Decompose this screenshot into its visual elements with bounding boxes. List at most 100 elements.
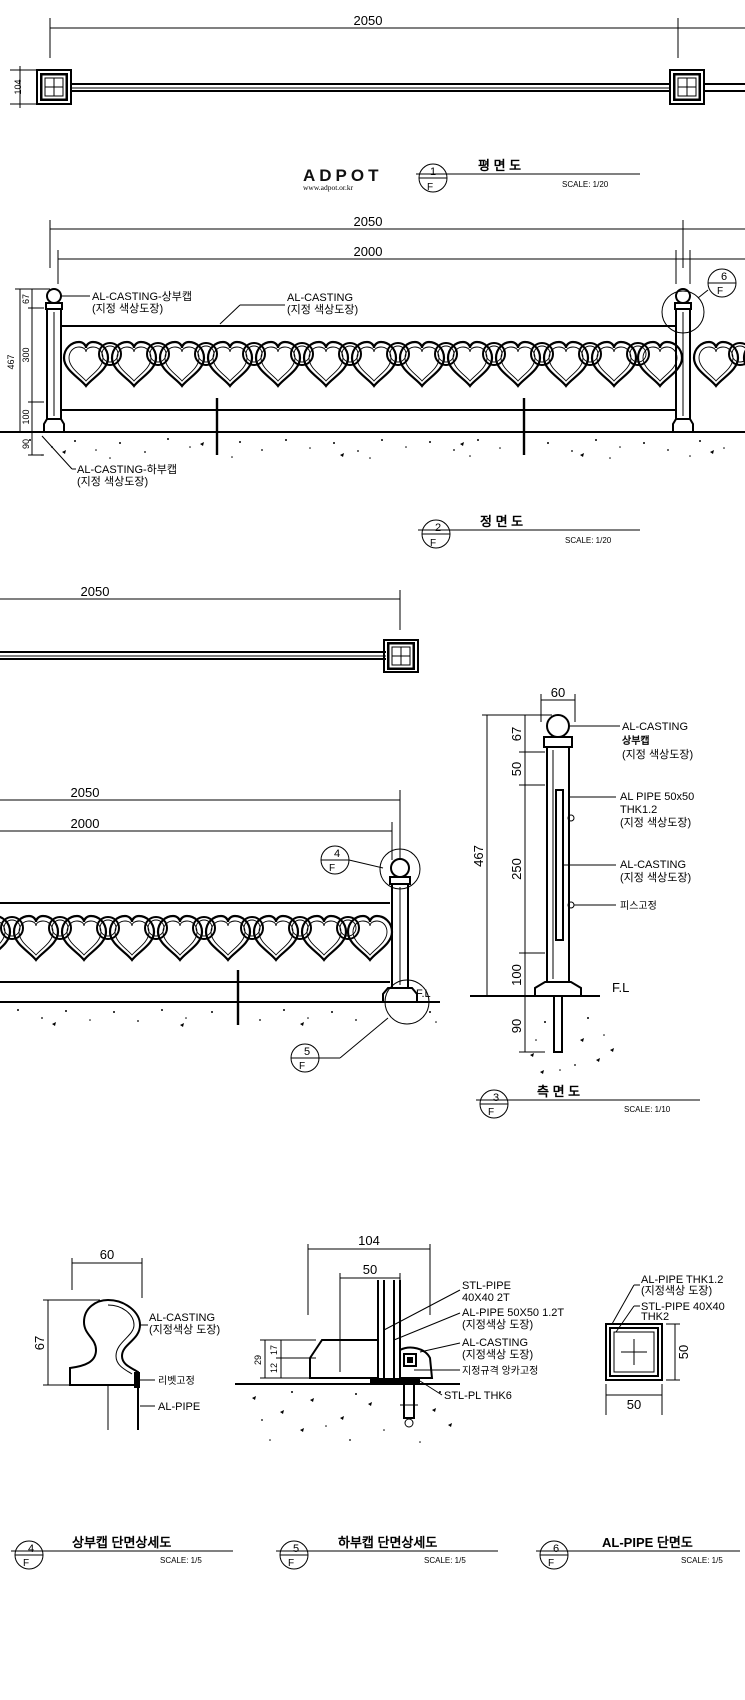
- v6-l2b: THK2: [641, 1311, 669, 1323]
- v3-dim-w: 60: [551, 685, 565, 700]
- v1-dim-side: 104: [13, 79, 23, 94]
- v2-title-block: 2 F 정 면 도 SCALE: 1/20: [418, 514, 640, 549]
- v6-title-block: 6 F AL-PIPE 단면도 SCALE: 1/5: [536, 1535, 740, 1570]
- v3-l1b: 상부캡: [622, 734, 650, 747]
- v2-label-top-cap-sub: (지정 색상도장): [92, 302, 163, 315]
- v2-callout-num: 6: [721, 271, 727, 283]
- brand-url: www.adpot.or.kr: [303, 183, 354, 192]
- v3-l1c: (지정 색상도장): [622, 748, 693, 761]
- v5-l2: AL-PIPE 50X50 1.2T: [462, 1307, 564, 1319]
- v2b-ground-hatch: [17, 1009, 437, 1027]
- v3-ground-hatch: [530, 1017, 614, 1074]
- v5-dim-w: 104: [358, 1233, 380, 1248]
- v5-title-block: 5 F 하부캡 단면상세도 SCALE: 1/5: [276, 1535, 498, 1570]
- v5-dim-h2: 17: [269, 1345, 279, 1355]
- v1-ref: F: [427, 182, 433, 193]
- v4-l3: AL-PIPE: [158, 1401, 200, 1413]
- v6-scale: SCALE: 1/5: [681, 1556, 723, 1565]
- v3-num: 3: [493, 1092, 499, 1104]
- v5-num: 5: [293, 1543, 299, 1555]
- view1b-plan-continued: 2050: [0, 584, 419, 673]
- v6-l1: AL-PIPE THK1.2: [641, 1274, 723, 1286]
- v5-ground-hatch: [252, 1391, 452, 1443]
- v6-dim-h: 50: [676, 1345, 691, 1359]
- v6-dim-w: 50: [627, 1397, 641, 1412]
- v3-fl: F.L: [612, 980, 629, 995]
- view6-al-pipe: 50 50 AL-PIPE THK1.2 (지정색상 도장) STL-PIPE …: [536, 1274, 740, 1570]
- v2-vdim-0: 467: [6, 354, 16, 369]
- view4-top-cap: 60 67 AL-CASTING (지정색상 도장) 리벳고정 AL-PIPE …: [11, 1247, 233, 1570]
- v2b-callout4-ref: F: [329, 863, 335, 874]
- v3-vdim-4: 100: [509, 964, 524, 986]
- v5-l1b: 40X40 2T: [462, 1292, 510, 1304]
- v1-dim-top: 2050: [354, 13, 383, 28]
- v6-ref: F: [548, 1558, 554, 1569]
- v1-title-block: 1 F 평 면 도 SCALE: 1/20: [416, 158, 640, 193]
- v5-scale: SCALE: 1/5: [424, 1556, 466, 1565]
- v2b-fl: F.L: [416, 988, 431, 1000]
- v4-l2: 리벳고정: [158, 1375, 195, 1387]
- v3-l2c: (지정 색상도장): [620, 816, 691, 829]
- v4-l1b: (지정색상 도장): [149, 1323, 220, 1336]
- v2-heart-panel: [62, 340, 745, 388]
- view3-side: 60 467 67 50 250 100 90 F.L: [470, 685, 700, 1119]
- v2-label-top-cap: AL-CASTING-상부캡: [92, 290, 192, 303]
- v2-num: 2: [435, 522, 441, 534]
- v6-l1b: (지정색상 도장): [641, 1284, 712, 1297]
- v2b-dim-b: 2000: [71, 816, 100, 831]
- v2-callout-ref: F: [717, 286, 723, 297]
- view5-bottom-cap: 104 50 29 17 12: [235, 1233, 564, 1570]
- v5-l4: 지정규격 앙카고정: [462, 1364, 538, 1377]
- v5-l2b: (지정색상 도장): [462, 1318, 533, 1331]
- v4-dim-w: 60: [100, 1247, 114, 1262]
- v2-dim-b: 2000: [354, 244, 383, 259]
- v2b-callout5-num: 5: [304, 1046, 310, 1058]
- v3-l3b: (지정 색상도장): [620, 871, 691, 884]
- v3-vdim-5: 90: [509, 1019, 524, 1033]
- v4-title-block: 4 F 상부캡 단면상세도 SCALE: 1/5: [11, 1535, 233, 1570]
- v5-dim-h3: 12: [269, 1363, 279, 1373]
- v5-l3: AL-CASTING: [462, 1337, 528, 1349]
- view1-plan: 2050 104 ADPOT www.adpot.or.kr 1 F 평 면 도…: [10, 13, 745, 193]
- v1b-post-icon: [387, 642, 415, 670]
- v5-l3b: (지정색상 도장): [462, 1348, 533, 1361]
- v2-dim-a: 2050: [354, 214, 383, 229]
- v4-l1: AL-CASTING: [149, 1312, 215, 1324]
- v3-l4: 피스고정: [620, 900, 657, 912]
- v3-l1: AL-CASTING: [622, 721, 688, 733]
- brand-logo: ADPOT: [303, 166, 383, 185]
- v2-scale: SCALE: 1/20: [565, 536, 612, 545]
- v4-ref: F: [23, 1558, 29, 1569]
- v1-scale: SCALE: 1/20: [562, 180, 609, 189]
- v3-scale: SCALE: 1/10: [624, 1105, 671, 1114]
- v2-label-panel-sub: (지정 색상도장): [287, 303, 358, 316]
- v2b-dim-a: 2050: [71, 785, 100, 800]
- v5-l1: STL-PIPE: [462, 1280, 511, 1292]
- v4-dim-h: 67: [32, 1336, 47, 1350]
- v2-label-bot-cap: AL-CASTING-하부캡: [77, 462, 177, 476]
- v2-title: 정 면 도: [480, 514, 523, 529]
- v2b-callout4-num: 4: [334, 848, 340, 860]
- v1-title: 평 면 도: [478, 158, 521, 173]
- v4-num: 4: [28, 1543, 34, 1555]
- v2-label-bot-cap-sub: (지정 색상도장): [77, 475, 148, 488]
- v2-ground-hatch: [29, 438, 725, 459]
- v2-vdim-3: 100: [21, 409, 31, 424]
- v3-vdim-3: 250: [509, 858, 524, 880]
- v3-l2b: THK1.2: [620, 804, 657, 816]
- v3-vdim-2: 50: [509, 762, 524, 776]
- v2-detail-circle: [661, 290, 705, 334]
- v6-num: 6: [553, 1543, 559, 1555]
- v2-vdim-1: 67: [21, 294, 31, 304]
- v1b-dim-top: 2050: [81, 584, 110, 599]
- v6-title: AL-PIPE 단면도: [602, 1535, 693, 1550]
- v3-l2: AL PIPE 50x50: [620, 791, 694, 803]
- v3-title-block: 3 F 측 면 도 SCALE: 1/10: [476, 1084, 700, 1119]
- v2-ref: F: [430, 538, 436, 549]
- v5-l5: STL-PL THK6: [444, 1390, 512, 1402]
- v5-title: 하부캡 단면상세도: [338, 1535, 437, 1550]
- v2b-detail-circle-top: [379, 848, 421, 890]
- v3-title: 측 면 도: [537, 1084, 580, 1099]
- v3-ref: F: [488, 1107, 494, 1118]
